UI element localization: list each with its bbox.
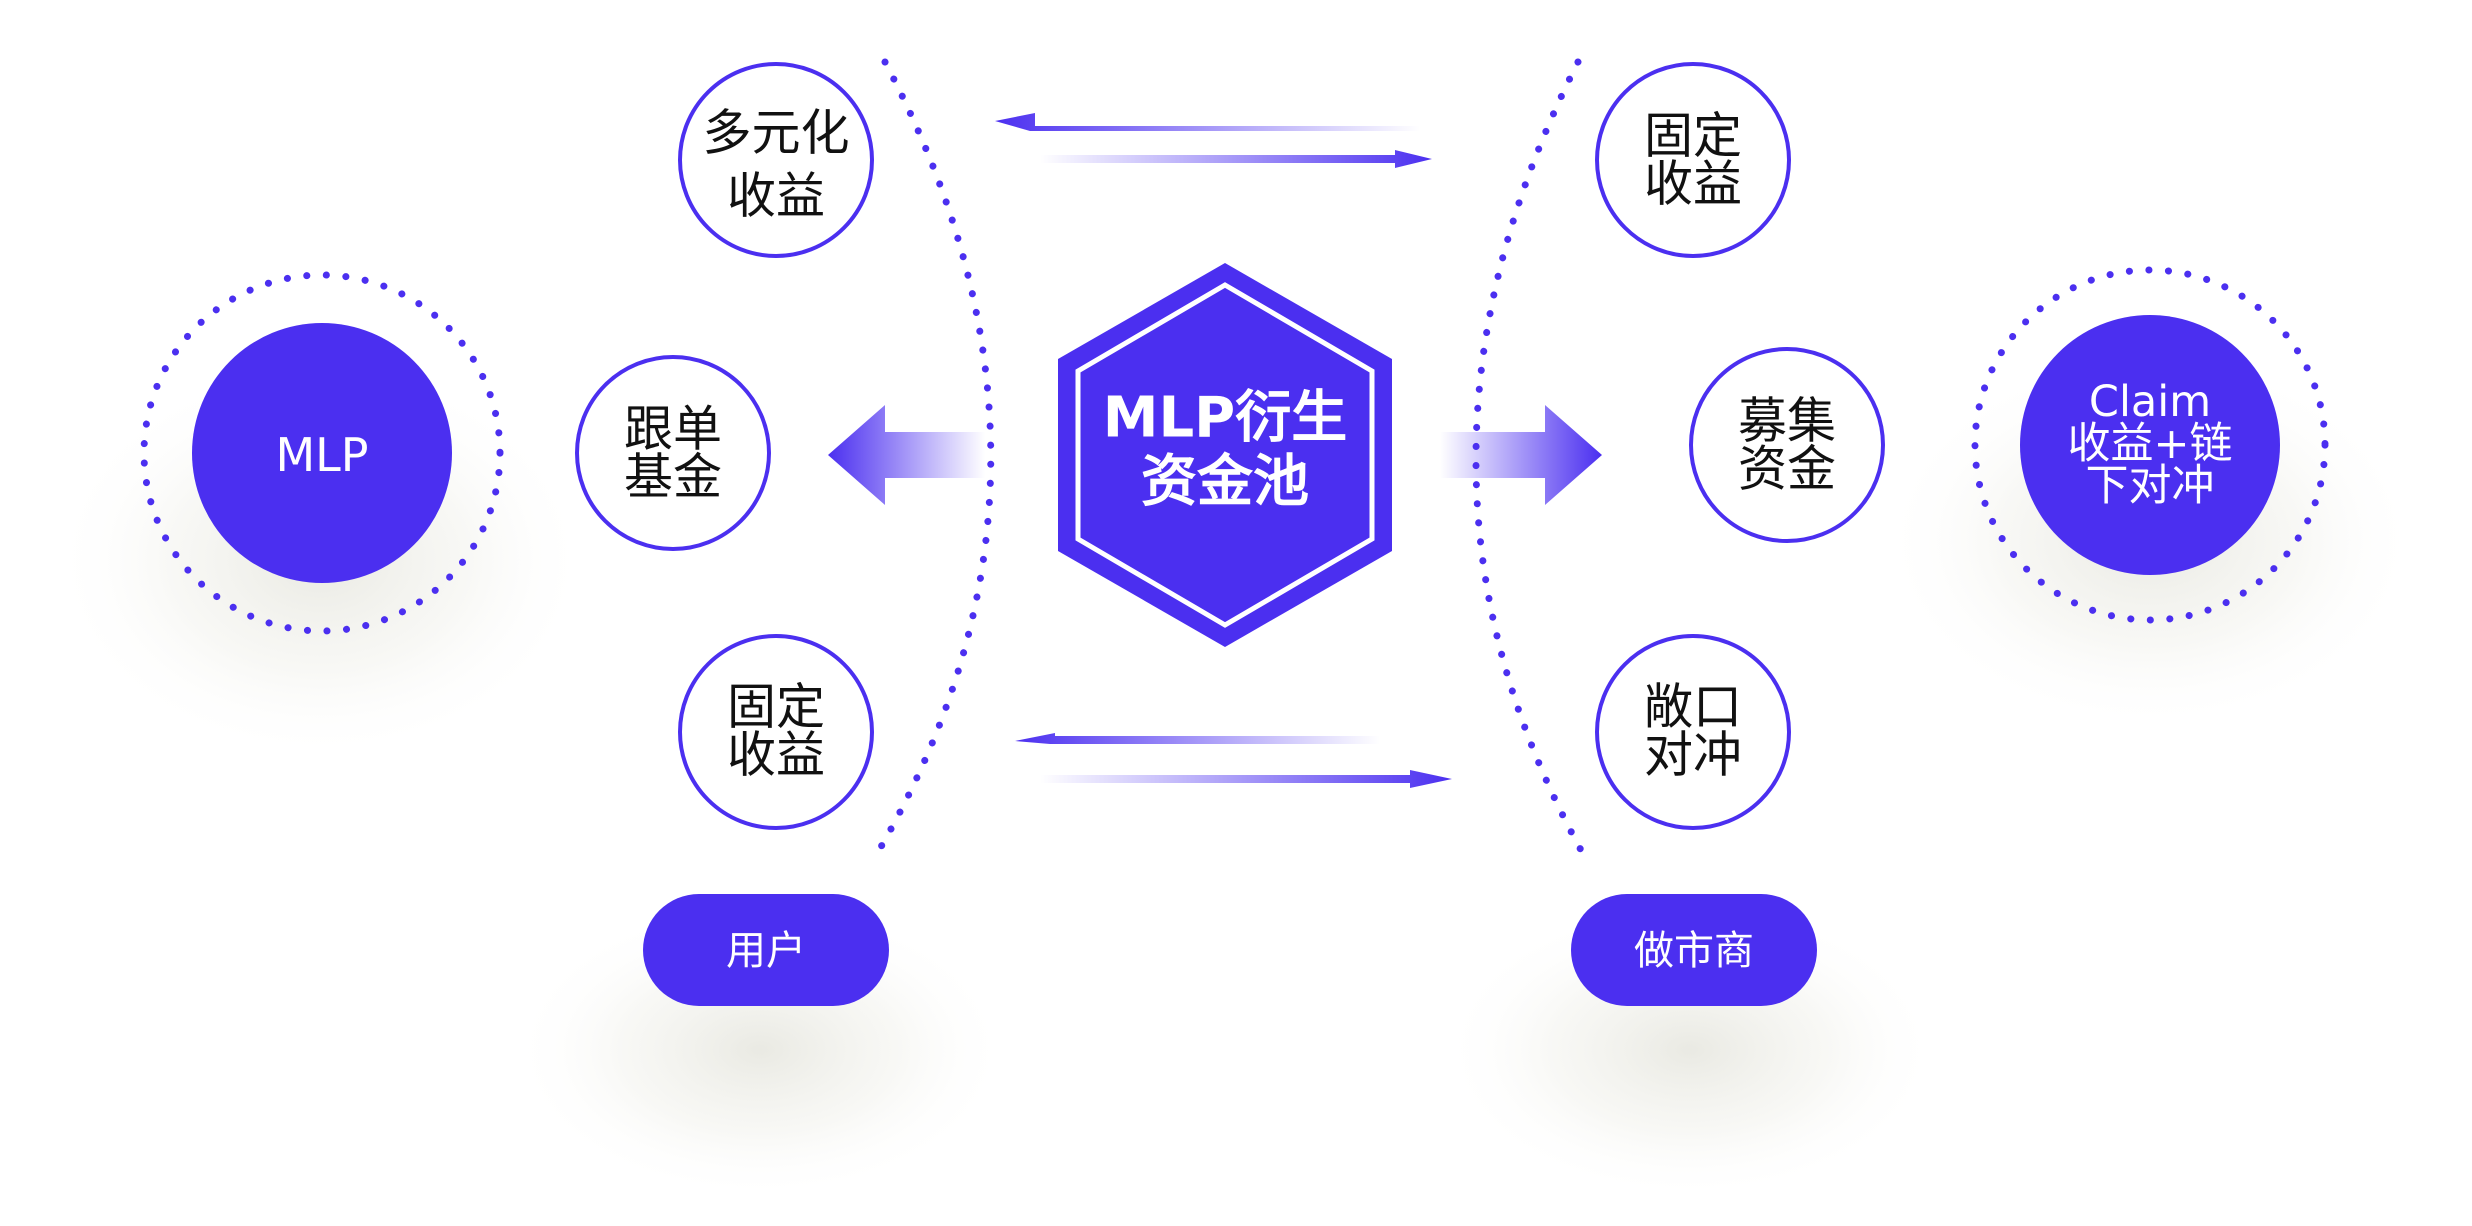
bottom-flow-arrows [1015, 733, 1452, 788]
mlp-circle [192, 323, 452, 583]
center-pool-label-line2: 资金池 [1141, 450, 1309, 515]
bubble-circle [1689, 347, 1885, 543]
bubble-circle [1595, 634, 1791, 830]
bubble-label-line1: 固定 [727, 679, 825, 736]
bubble-label-line2: 基金 [624, 449, 722, 506]
hexagon-outer [1058, 263, 1392, 647]
hexagon-inner-outline [1075, 282, 1375, 628]
right-inflow-arrow [1440, 405, 1602, 505]
market-maker-bubble-exposure-hedge: 敞口 对冲 [1595, 634, 1791, 830]
claim-label-line1: Claim [2089, 377, 2211, 427]
user-pill: 用户 [643, 894, 889, 1006]
bubble-label-line1: 募集 [1738, 393, 1836, 450]
user-pill-shadow [510, 900, 1010, 1200]
claim-circle [2020, 315, 2280, 575]
market-maker-pill-shape [1571, 894, 1817, 1006]
user-bubble-diversified-yield: 多元化 收益 [678, 62, 874, 258]
market-maker-bubble-raise-funds: 募集 资金 [1689, 347, 1885, 543]
bubble-label-line1: 多元化 [702, 105, 849, 162]
bubble-label-line2: 收益 [727, 168, 825, 225]
top-arrow-right [1040, 150, 1432, 168]
bubble-circle [575, 355, 771, 551]
claim-node: Claim 收益+链 下对冲 [1971, 266, 2329, 624]
top-arrow-left [995, 113, 1420, 131]
bottom-arrow-right [1040, 770, 1452, 788]
user-pill-label: 用户 [726, 928, 806, 974]
bubble-label-line2: 对冲 [1644, 727, 1742, 784]
mlp-node: MLP [140, 271, 504, 635]
mlp-label: MLP [275, 428, 368, 482]
bubble-circle [678, 634, 874, 830]
market-maker-pill-shadow [1440, 900, 1940, 1200]
market-maker-bubble-fixed-yield: 固定 收益 [1595, 62, 1791, 258]
mlp-dotted-ring [140, 271, 504, 635]
bubble-label-line1: 跟单 [624, 401, 722, 458]
bubble-label-line2: 资金 [1738, 441, 1836, 498]
bubble-label-line2: 收益 [1644, 156, 1742, 213]
claim-label-line2: 收益+链 [2067, 419, 2232, 469]
user-bubble-copy-fund: 跟单 基金 [575, 355, 771, 551]
bubble-label-line1: 敞口 [1644, 679, 1742, 736]
bubble-circle [678, 62, 874, 258]
left-outflow-arrow [828, 405, 985, 505]
user-bubble-fixed-yield: 固定 收益 [678, 634, 874, 830]
claim-dotted-ring [1971, 266, 2329, 624]
bubble-circle [1595, 62, 1791, 258]
user-pill-shape [643, 894, 889, 1006]
bubble-label-line2: 收益 [727, 727, 825, 784]
bottom-arrow-left [1015, 733, 1380, 744]
bubble-label-line1: 固定 [1644, 108, 1742, 165]
center-pool-hexagon: MLP衍生 资金池 [1058, 263, 1392, 647]
market-maker-pill: 做市商 [1571, 894, 1817, 1006]
claim-label-line3: 下对冲 [2086, 461, 2215, 511]
center-pool-label-line1: MLP衍生 [1103, 386, 1347, 451]
market-maker-pill-label: 做市商 [1634, 928, 1754, 974]
user-side-dotted-arc [874, 58, 995, 856]
top-flow-arrows [995, 113, 1432, 168]
